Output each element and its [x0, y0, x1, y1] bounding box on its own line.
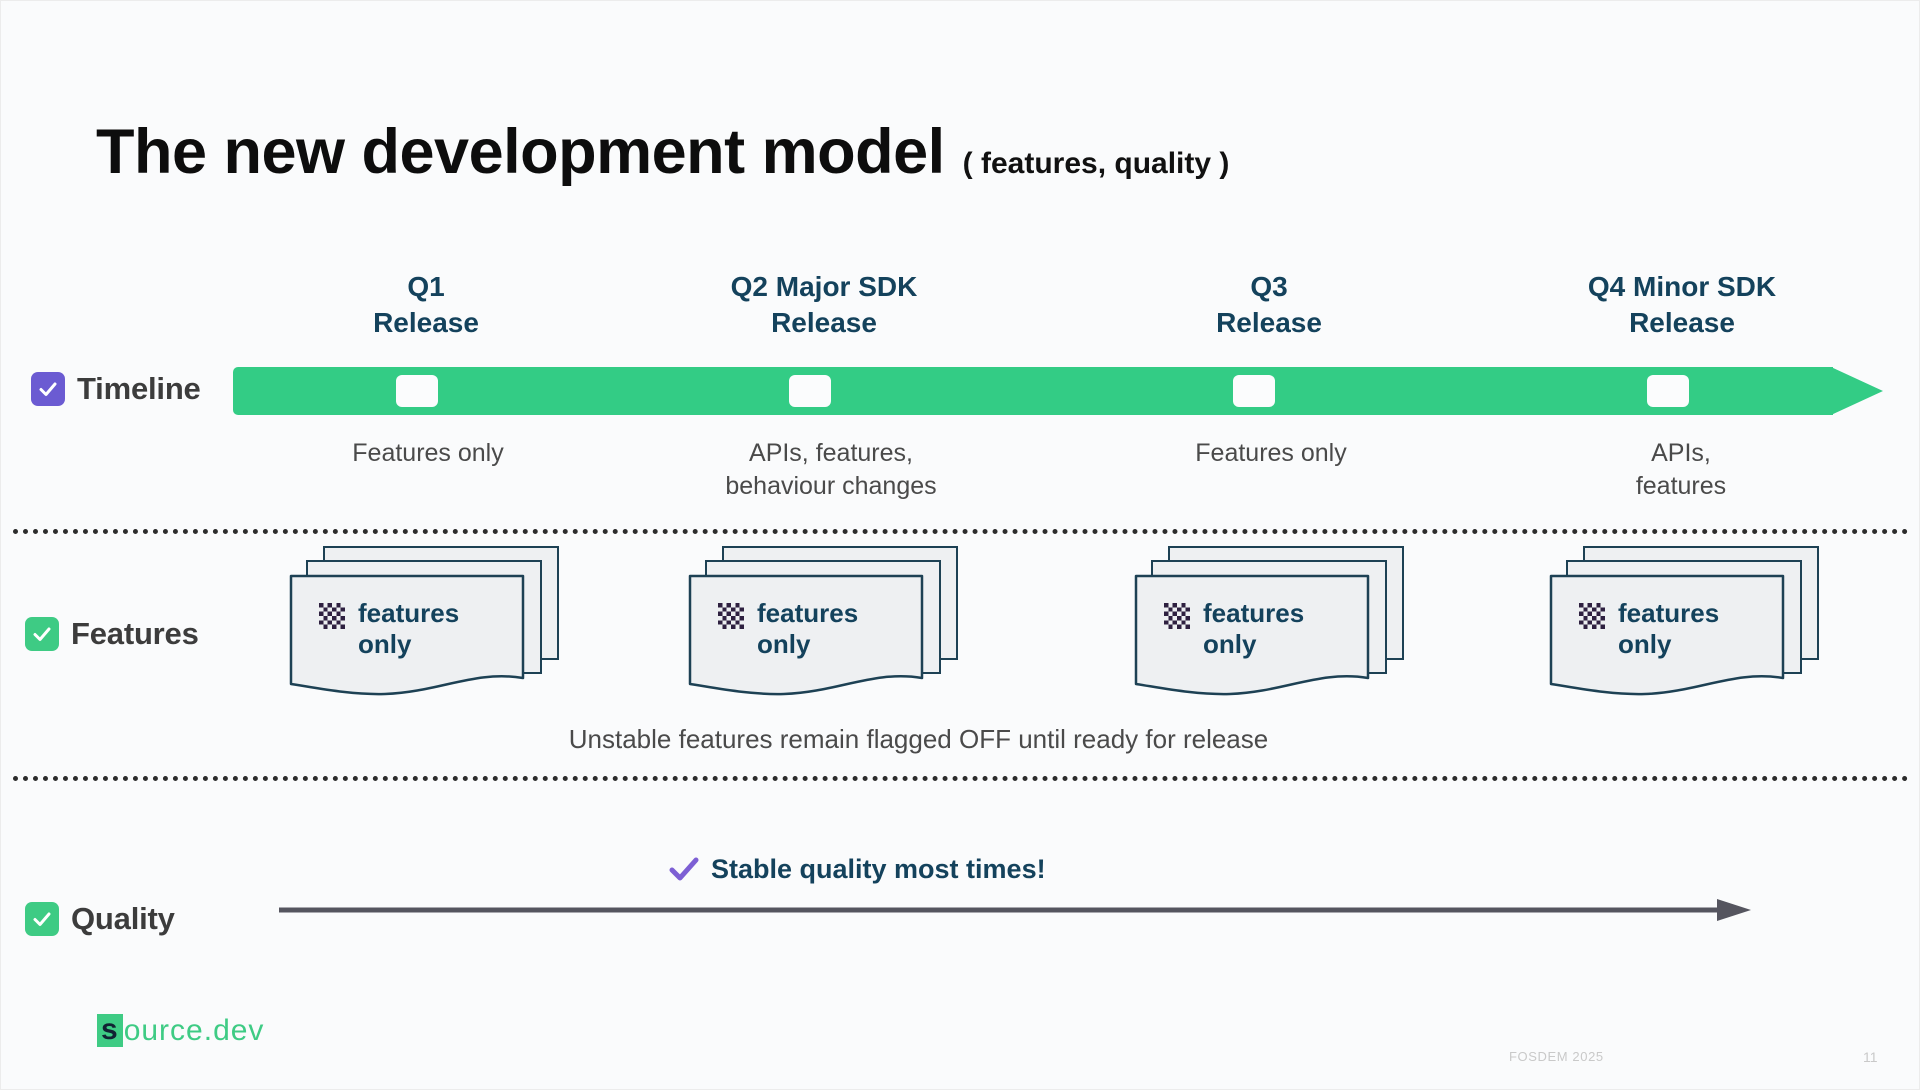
card-text-q1: features only: [358, 598, 460, 660]
quarter-heading-q3-line2: Release: [1216, 306, 1322, 338]
quarter-heading-q1-line2: Release: [373, 306, 479, 338]
timeline-milestone-q3[interactable]: [1233, 375, 1275, 407]
card-content-q3: features only: [1164, 598, 1304, 660]
checkbox-timeline[interactable]: [31, 372, 65, 406]
card-front-layer: [1134, 574, 1370, 698]
feature-card-stack-q3[interactable]: features only: [1134, 546, 1406, 698]
logo-wordmark: ource.dev: [123, 1013, 265, 1047]
card-front-layer: [1549, 574, 1785, 698]
row-label-timeline-text: Timeline: [77, 371, 201, 406]
row-label-timeline: Timeline: [31, 371, 201, 407]
title-subtitle-text: ( features, quality ): [962, 147, 1230, 180]
checkbox-features[interactable]: [25, 617, 59, 651]
card-front-layer: [289, 574, 525, 698]
quality-callout: Stable quality most times!: [669, 854, 1046, 885]
quarter-heading-q2-line2: Release: [771, 306, 877, 338]
quarter-heading-q4-line2: Release: [1629, 306, 1735, 338]
checkerboard-icon: [319, 603, 345, 629]
section-divider-top: [13, 529, 1909, 534]
quarter-heading-q2: Q2 Major SDK Release: [664, 269, 984, 341]
timeline-caption-q2: APIs, features, behaviour changes: [725, 439, 937, 501]
feature-card-stack-q1[interactable]: features only: [289, 546, 561, 698]
checkbox-quality[interactable]: [25, 902, 59, 936]
timeline-caption-q4: APIs, features: [1635, 439, 1727, 501]
page-title: The new development model ( features, qu…: [96, 121, 1229, 184]
quarter-heading-q4: Q4 Minor SDK Release: [1522, 269, 1842, 341]
timeline-track: [233, 367, 1833, 415]
timeline-caption-q1: Features only: [352, 439, 504, 467]
check-icon: [39, 382, 57, 396]
checkerboard-icon: [718, 603, 744, 629]
checkerboard-icon: [1579, 603, 1605, 629]
row-label-features: Features: [25, 616, 199, 652]
quarter-heading-q3: Q3 Release: [1109, 269, 1429, 341]
row-label-quality-text: Quality: [71, 901, 175, 936]
timeline-milestone-q2[interactable]: [789, 375, 831, 407]
timeline-arrow-head-icon: [1831, 367, 1883, 415]
quarter-heading-q1: Q1 Release: [266, 269, 586, 341]
timeline-caption-q3: Features only: [1195, 439, 1347, 467]
quarter-heading-q3-line1: Q3: [1250, 271, 1288, 302]
timeline-milestone-q1[interactable]: [396, 375, 438, 407]
card-text-q3: features only: [1203, 598, 1305, 660]
card-front-layer: [688, 574, 924, 698]
card-content-q4: features only: [1579, 598, 1719, 660]
source-dev-logo[interactable]: s ource.dev: [97, 1014, 264, 1047]
card-text-q2: features only: [757, 598, 859, 660]
check-icon: [33, 627, 51, 641]
features-note: Unstable features remain flagged OFF unt…: [1, 724, 1919, 755]
purple-check-icon: [669, 857, 699, 880]
features-note-text: Unstable features remain flagged OFF unt…: [568, 724, 1269, 754]
quality-callout-text: Stable quality most times!: [711, 854, 1046, 884]
checkerboard-icon: [1164, 603, 1190, 629]
footer-page-number: 11: [1863, 1049, 1878, 1065]
row-label-features-text: Features: [71, 616, 199, 651]
quarter-heading-q1-line1: Q1: [407, 271, 445, 302]
quality-arrow-icon: [279, 899, 1751, 921]
card-content-q2: features only: [718, 598, 858, 660]
feature-card-stack-q2[interactable]: features only: [688, 546, 960, 698]
row-label-quality: Quality: [25, 901, 175, 937]
logo-mark-s: s: [97, 1014, 123, 1047]
timeline-bar-group: [233, 367, 1883, 415]
feature-card-stack-q4[interactable]: features only: [1549, 546, 1821, 698]
card-content-q1: features only: [319, 598, 459, 660]
title-main-text: The new development model: [96, 117, 945, 187]
section-divider-bottom: [13, 776, 1909, 781]
quarter-heading-q4-line1: Q4 Minor SDK: [1587, 271, 1777, 302]
timeline-milestone-q4[interactable]: [1647, 375, 1689, 407]
footer-event-label: FOSDEM 2025: [1509, 1049, 1604, 1064]
check-icon: [33, 912, 51, 926]
quarter-heading-q2-line1: Q2 Major SDK: [730, 271, 918, 302]
card-text-q4: features only: [1618, 598, 1720, 660]
